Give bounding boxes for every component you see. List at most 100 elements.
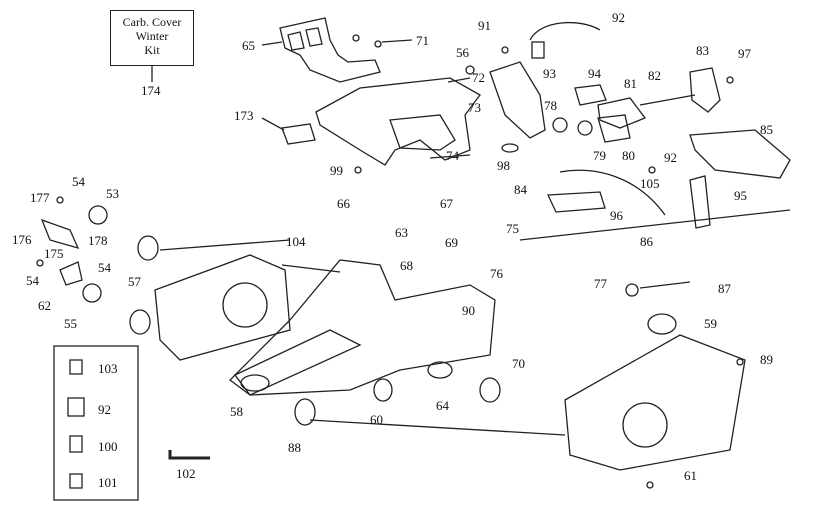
callout-105: 105	[640, 176, 660, 191]
leader-173	[261, 117, 285, 131]
part-104-bolt	[281, 264, 341, 273]
part-71-screw-a	[352, 34, 360, 42]
legend-box	[53, 345, 139, 501]
leader-65	[261, 41, 283, 46]
callout-83: 83	[696, 43, 709, 58]
part-94	[574, 84, 607, 106]
callout-70: 70	[512, 356, 525, 371]
callout-89: 89	[760, 352, 773, 367]
part-housing-bore	[222, 282, 268, 328]
callout-98: 98	[497, 158, 510, 173]
callout-72: 72	[472, 70, 485, 85]
leader-71	[381, 39, 413, 43]
callout-96: 96	[610, 208, 624, 223]
kit-box: Carb. Cover Winter Kit	[110, 10, 194, 66]
part-93-boot	[531, 41, 545, 59]
callout-104: 104	[286, 234, 306, 249]
part-175-bracket	[40, 218, 80, 250]
callout-85: 85	[760, 122, 773, 137]
part-77-nut	[625, 283, 639, 297]
callout-54c: 54	[26, 273, 40, 288]
legend-label-103: 103	[98, 361, 118, 376]
part-main-handle	[229, 259, 496, 396]
part-102-wrench	[168, 450, 210, 460]
assembly-line-3	[519, 209, 791, 241]
part-62-clip	[59, 261, 83, 286]
part-95-springs	[689, 175, 711, 229]
callout-92a: 92	[612, 10, 625, 25]
kit-box-line1: Carb. Cover	[122, 15, 182, 29]
callout-178: 178	[88, 233, 108, 248]
callout-66: 66	[337, 196, 351, 211]
callout-91: 91	[478, 18, 491, 33]
callout-175: 175	[44, 246, 64, 261]
callout-97: 97	[738, 46, 752, 61]
callout-65: 65	[242, 38, 255, 53]
callout-73: 73	[468, 100, 481, 115]
part-58-mount	[240, 374, 270, 392]
callout-56: 56	[456, 45, 470, 60]
callout-82: 82	[648, 68, 661, 83]
kit-box-line2: Winter	[135, 29, 169, 43]
callout-62: 62	[38, 298, 51, 313]
part-81-carb	[597, 97, 647, 129]
part-65-slots	[287, 27, 323, 51]
callout-69: 69	[445, 235, 458, 250]
callout-86: 86	[640, 234, 654, 249]
legend-label-92: 92	[98, 402, 111, 417]
callout-84: 84	[514, 182, 528, 197]
callout-67: 67	[440, 196, 454, 211]
callout-177: 177	[30, 190, 50, 205]
callout-90: 90	[462, 303, 475, 318]
part-60-mount	[373, 378, 393, 402]
part-crankcase-bore	[622, 402, 668, 448]
callout-94: 94	[588, 66, 602, 81]
part-57b-bushing	[129, 309, 151, 335]
legend-icon-100	[69, 435, 83, 453]
callout-87: 87	[718, 281, 732, 296]
callout-60: 60	[370, 412, 383, 427]
part-85-filter-cover	[689, 129, 791, 179]
callout-76: 76	[490, 266, 504, 281]
callout-176: 176	[12, 232, 32, 247]
kit-box-line3: Kit	[144, 43, 160, 57]
kit-number: 174	[141, 83, 161, 98]
part-88-mount	[294, 398, 316, 426]
part-82-rod	[639, 94, 696, 106]
callout-78: 78	[544, 98, 557, 113]
callout-58: 58	[230, 404, 243, 419]
legend-label-100: 100	[98, 439, 118, 454]
callout-59: 59	[704, 316, 717, 331]
part-64-cap	[427, 361, 453, 379]
part-78-gasket	[552, 117, 568, 133]
part-61-screw	[646, 481, 654, 489]
callout-71: 71	[416, 33, 429, 48]
part-72-window	[389, 114, 456, 151]
callout-54b: 54	[98, 260, 112, 275]
part-65-handle-guard	[279, 17, 381, 83]
part-59-filter	[647, 313, 677, 335]
callout-81: 81	[624, 76, 637, 91]
part-173-pad	[281, 123, 316, 145]
callout-74: 74	[446, 148, 460, 163]
part-105-screw	[648, 166, 656, 174]
callout-77: 77	[594, 276, 608, 291]
assembly-line-2	[159, 239, 291, 251]
part-53-bushing	[88, 205, 108, 225]
part-87-bolt	[639, 281, 691, 289]
callout-54a: 54	[72, 174, 86, 189]
legend-label-101: 101	[98, 475, 118, 490]
callout-92b: 92	[664, 150, 677, 165]
part-83-bracket	[689, 67, 721, 113]
part-71-screw-b	[374, 40, 382, 48]
part-89-screw	[736, 358, 744, 366]
part-80-spacer	[597, 114, 631, 143]
callout-93: 93	[543, 66, 556, 81]
assembly-line-1	[309, 419, 566, 436]
legend-icon-92	[67, 397, 85, 417]
callout-88: 88	[288, 440, 301, 455]
part-92-wire	[529, 21, 601, 41]
part-73-cover	[489, 61, 546, 139]
